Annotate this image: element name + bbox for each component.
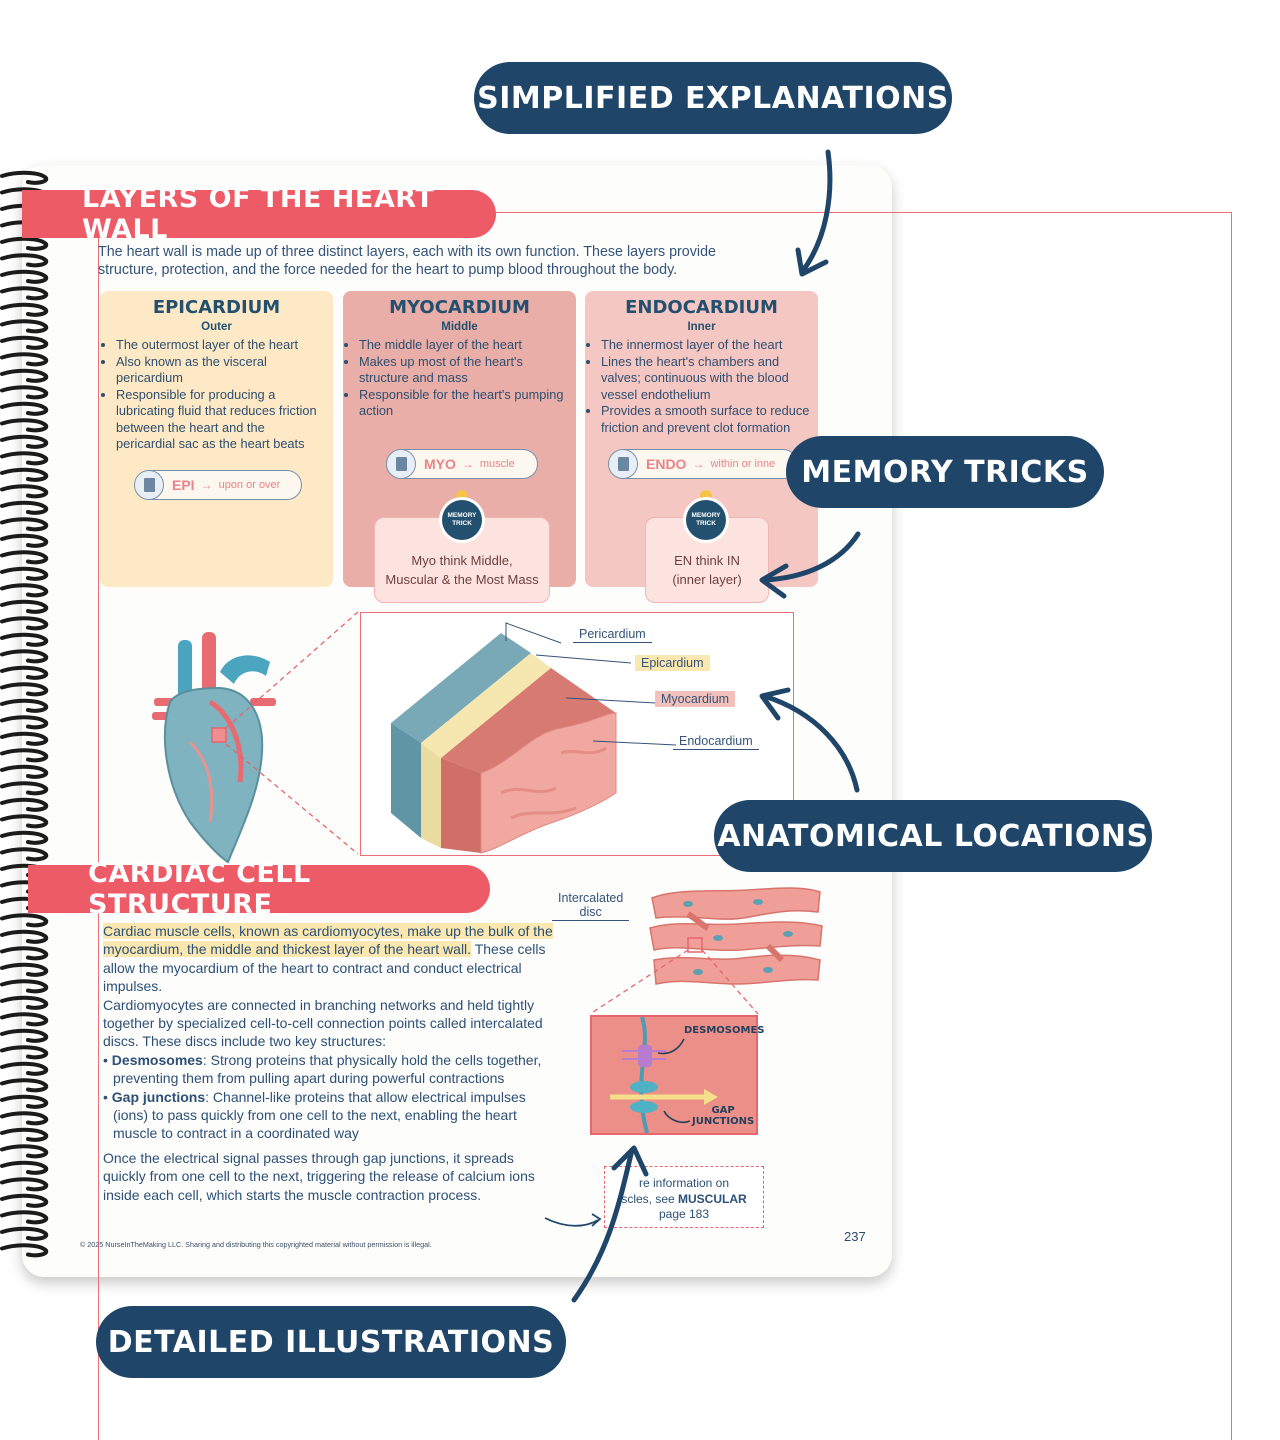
cardiac-cell-text: Cardiac muscle cells, known as cardiomyo… bbox=[103, 923, 553, 1203]
arrow-detailed-icon bbox=[571, 1147, 635, 1303]
spiral-binding bbox=[0, 170, 49, 1258]
myocardium-card: MYOCARDIUM Middle The middle layer of th… bbox=[343, 291, 576, 587]
disc-detail-illustration bbox=[610, 1016, 718, 1134]
epi-prefix-pill: EPI→upon or over bbox=[134, 470, 302, 500]
epicardium-title: EPICARDIUM bbox=[152, 297, 281, 318]
endocardium-position: Inner bbox=[687, 321, 716, 333]
callout-arrows bbox=[571, 149, 861, 1303]
zoom-lines bbox=[225, 611, 359, 855]
section-title-heart-wall: LAYERS OF THE HEART WALL bbox=[22, 183, 496, 245]
section-title-cardiac-cell: CARDIAC CELL STRUCTURE bbox=[28, 858, 490, 920]
label-desmosomes: DESMOSOMES bbox=[684, 1025, 765, 1036]
epicardium-card: EPICARDIUM Outer The outermost layer of … bbox=[100, 291, 333, 587]
highlighted-text: Cardiac muscle cells, known as cardiomyo… bbox=[103, 923, 553, 958]
endocardium-bullets: The innermost layer of the heart Lines t… bbox=[585, 337, 818, 436]
endocardium-title: ENDOCARDIUM bbox=[625, 297, 778, 318]
zoom-lines-cell bbox=[589, 949, 759, 1015]
cross-reference-note: re information on scles, see MUSCULAR pa… bbox=[604, 1166, 764, 1228]
page-border bbox=[98, 212, 1232, 1440]
epicardium-position: Outer bbox=[201, 321, 232, 333]
callout-anatomical-locations: ANATOMICAL LOCATIONS bbox=[714, 800, 1152, 872]
book-icon bbox=[135, 471, 164, 499]
callout-simplified-explanations: SIMPLIFIED EXPLANATIONS bbox=[474, 62, 952, 134]
endo-prefix-pill: ENDO→within or inne bbox=[608, 449, 798, 479]
memory-trick-badge: MEMORY TRICK bbox=[442, 500, 482, 540]
memory-trick-badge: MEMORY TRICK bbox=[686, 500, 726, 540]
page-number: 237 bbox=[844, 1229, 866, 1244]
myocardium-title: MYOCARDIUM bbox=[389, 297, 530, 318]
arrow-anatomical-icon bbox=[761, 693, 860, 793]
myocardium-bullets: The middle layer of the heart Makes up m… bbox=[343, 337, 576, 420]
label-endocardium: Endocardium bbox=[673, 733, 759, 750]
arrow-simplified-icon bbox=[799, 149, 833, 275]
book-icon bbox=[387, 450, 416, 478]
tissue-block-illustration bbox=[391, 622, 677, 854]
myocardium-position: Middle bbox=[441, 321, 478, 333]
endocardium-card: ENDOCARDIUM Inner The innermost layer of… bbox=[585, 291, 818, 587]
label-epicardium: Epicardium bbox=[635, 655, 710, 671]
note-pointer-arrow bbox=[544, 1213, 602, 1227]
label-myocardium: Myocardium bbox=[655, 691, 736, 707]
intro-text: The heart wall is made up of three disti… bbox=[98, 244, 716, 278]
callout-memory-tricks: MEMORY TRICKS bbox=[786, 436, 1104, 508]
book-icon bbox=[609, 450, 638, 478]
label-pericardium: Pericardium bbox=[573, 626, 652, 643]
arrow-memory-icon bbox=[761, 531, 861, 583]
callout-detailed-illustrations: DETAILED ILLUSTRATIONS bbox=[96, 1306, 566, 1378]
myo-prefix-pill: MYO→muscle bbox=[386, 449, 538, 479]
heart-illustration bbox=[152, 632, 276, 864]
copyright-text: © 2025 NurseInTheMaking LLC. Sharing and… bbox=[80, 1240, 432, 1249]
cardiomyocyte-network-illustration bbox=[649, 887, 823, 985]
epicardium-bullets: The outermost layer of the heart Also kn… bbox=[100, 337, 333, 453]
